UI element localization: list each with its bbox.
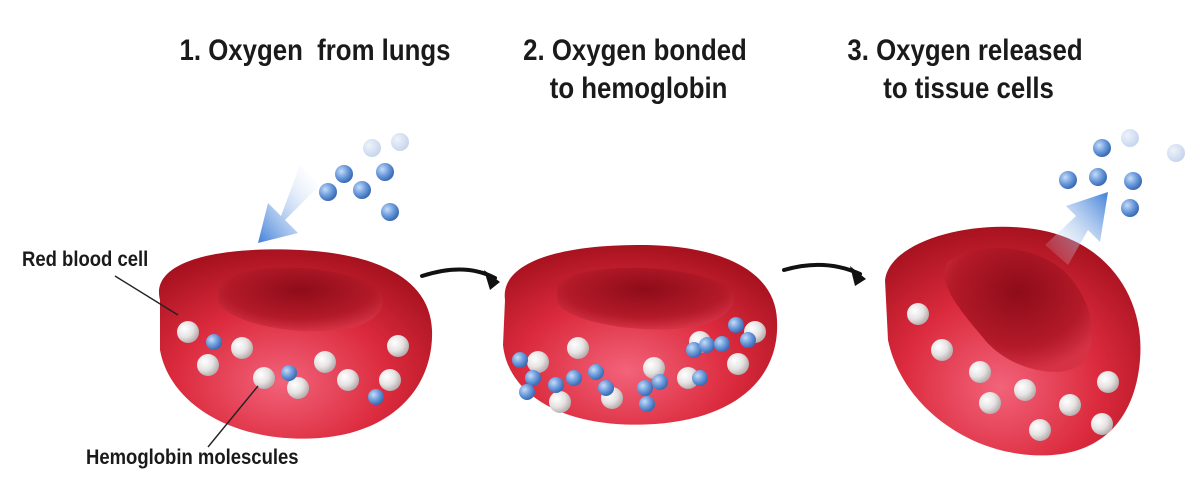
oxygen-molecule [598,380,614,396]
oxygen-molecule [519,384,535,400]
oxygen-molecule [692,370,708,386]
hemoglobin-molecule [387,335,409,357]
oxygen-molecule [699,337,715,353]
red-blood-cell-1 [158,249,433,439]
cell-3-hemoglobin [907,303,1119,441]
hemoglobin-molecule [1059,394,1081,416]
process-arrow-2 [782,262,866,286]
hemoglobin-molecule [1029,419,1051,441]
hemoglobin-molecule [314,351,336,373]
hemoglobin-molecule [253,367,275,389]
oxygen-molecule [714,336,730,352]
oxygen-out-arrow [1045,192,1108,265]
hemoglobin-molecule [231,337,253,359]
step-2-title: 2. Oxygen bonded to hemoglobin [523,34,747,105]
hemoglobin-molecule [727,353,749,375]
hemoglobin-molecule [1097,371,1119,393]
incoming-oxygen [319,133,409,221]
hemoglobin-molecule [907,303,929,325]
cell-2-oxygen [512,317,756,412]
hemoglobin-molecule [177,321,199,343]
oxygen-molecule [206,334,222,350]
oxygen-molecule [588,364,604,380]
hemoglobin-molecule [979,392,1001,414]
step-1-title: 1. Oxygen from lungs [179,34,451,67]
hemoglobin-molecule [337,369,359,391]
cell-1-oxygen [206,334,384,405]
hemoglobin-molecule [549,391,571,413]
process-arrow-1 [420,267,500,290]
oxygen-molecule [728,317,744,333]
oxygen-in-arrow [258,165,320,243]
oxygen-molecule [566,370,582,386]
oxygen-molecule [686,342,702,358]
oxygen-molecule [637,380,653,396]
oxygen-molecule [652,374,668,390]
hemoglobin-molecule [969,361,991,383]
hemoglobin-molecule [643,357,665,379]
hemoglobin-label: Hemoglobin molescules [86,446,299,469]
hemoglobin-molecule [931,339,953,361]
oxygen-molecule [639,396,655,412]
rbc-leader-line [114,275,179,316]
oxygen-molecule [548,377,564,393]
hemoglobin-molecule [1014,379,1036,401]
hemoglobin-molecule [379,369,401,391]
hemoglobin-molecule [1091,413,1113,435]
cell-2-hemoglobin [527,321,766,413]
red-blood-cell-2 [503,245,778,425]
cell-1-hemoglobin [177,321,409,399]
hemoglobin-molecule [527,351,549,373]
released-oxygen [1059,129,1185,217]
red-blood-cell-label: Red blood cell [22,248,149,271]
hemoglobin-molecule [287,377,309,399]
oxygen-molecule [525,370,541,386]
step-3-title: 3. Oxygen released to tissue cells [847,34,1083,105]
hemoglobin-molecule [567,337,589,359]
hemoglobin-molecule [677,367,699,389]
oxygen-molecule [512,352,528,368]
hemoglobin-leader-line [207,385,259,448]
oxygen-molecule [368,389,384,405]
hemoglobin-molecule [197,354,219,376]
oxygen-molecule [740,332,756,348]
oxygen-molecule [281,365,297,381]
